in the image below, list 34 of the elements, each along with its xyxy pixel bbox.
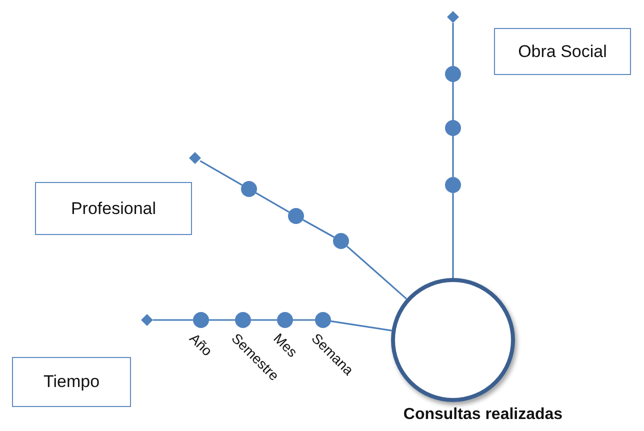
connector-line xyxy=(346,246,408,300)
connector-line xyxy=(452,23,454,66)
connector-line xyxy=(452,193,454,278)
connector-line xyxy=(452,136,454,177)
dimension-box xyxy=(35,182,192,235)
connector-line xyxy=(293,319,315,321)
connector-line xyxy=(452,82,454,120)
level-dot xyxy=(276,311,294,329)
level-dot xyxy=(287,207,305,225)
end-diamond xyxy=(188,151,202,165)
dimension-box xyxy=(494,28,631,75)
level-dot xyxy=(444,119,462,137)
connector-line xyxy=(302,219,334,238)
end-diamond xyxy=(140,313,154,327)
level-label: Año xyxy=(186,330,216,359)
level-dot xyxy=(314,311,332,329)
fact-label: Consultas realizadas xyxy=(402,406,564,424)
connector-line xyxy=(209,319,235,321)
level-dot xyxy=(444,176,462,194)
level-dot xyxy=(192,311,210,329)
dimension-name: Profesional xyxy=(70,198,156,218)
connector-line xyxy=(200,160,242,186)
level-dot xyxy=(240,180,258,198)
level-dot xyxy=(444,65,462,83)
connector-line xyxy=(251,319,277,321)
connector-line xyxy=(153,319,193,321)
level-dot xyxy=(332,232,350,250)
dimension-name: Tiempo xyxy=(43,372,100,392)
connector-line xyxy=(330,320,392,332)
dimension-box xyxy=(12,357,131,407)
dimension-name: Obra Social xyxy=(518,42,607,62)
connector-line xyxy=(256,192,290,213)
level-dot xyxy=(234,311,252,329)
end-diamond xyxy=(446,10,460,24)
